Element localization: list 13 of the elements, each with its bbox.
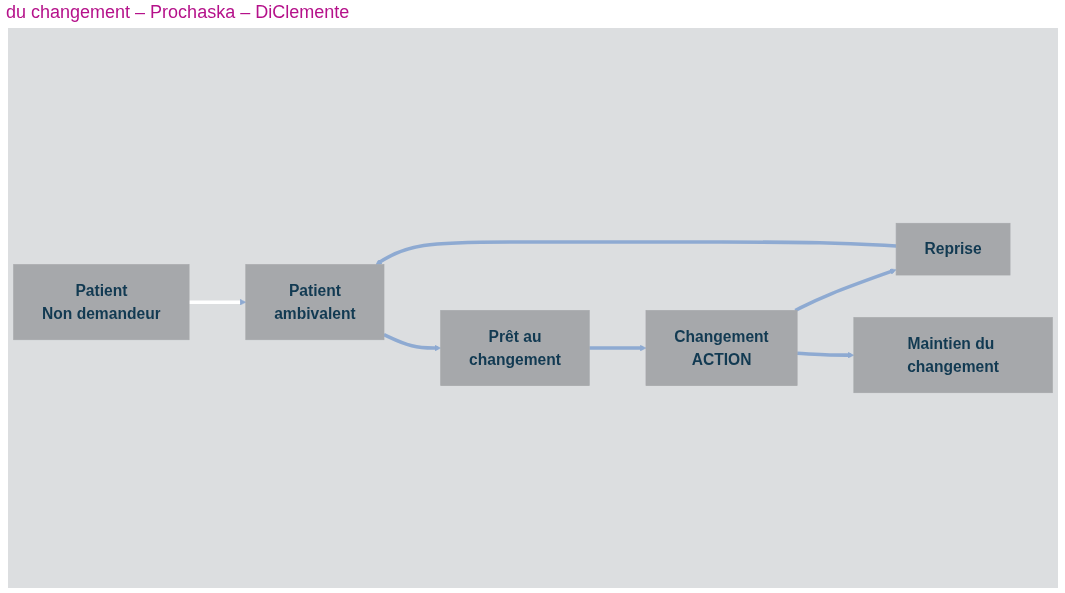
arrow	[189, 299, 247, 306]
node-box: Reprise	[895, 222, 1011, 276]
arrow	[375, 240, 897, 265]
title: du changement – Prochaska – DiClemente	[5, 1, 351, 24]
node-box: Maintien du changement	[853, 317, 1053, 394]
arrow	[797, 351, 855, 359]
node-box: Changement ACTION	[645, 310, 798, 386]
node-box: Patient ambivalent	[245, 264, 385, 341]
node-box: Prêt au changement	[440, 310, 590, 386]
arrow	[589, 344, 647, 352]
node-box: Patient Non demandeur	[13, 264, 190, 341]
arrow	[794, 268, 897, 313]
arrow	[383, 333, 441, 352]
